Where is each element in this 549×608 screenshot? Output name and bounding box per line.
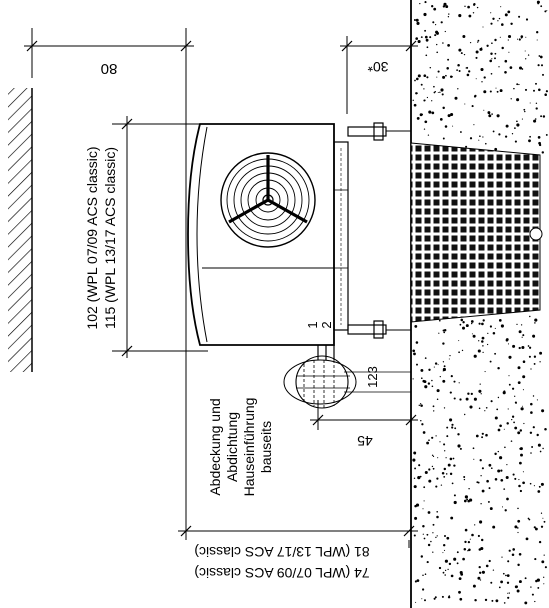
heat-pump-unit: 1 2 123 <box>187 122 411 409</box>
note-line-3: Hauseinführung <box>241 398 257 497</box>
pipe-detail-circle <box>295 355 349 409</box>
callout-123: 123 <box>365 366 380 388</box>
pipe-connections <box>283 345 411 409</box>
wall-bracket-bottom <box>347 320 411 339</box>
wall-insulation-mesh <box>410 142 541 323</box>
dimension-unit-height: 102 (WPL 07/09 ACS classic) 115 (WPL 13/… <box>84 116 208 358</box>
label-clearance-30: 30* <box>367 59 389 75</box>
label-bottom-13-17: 81 (WPL 13/17 ACS classic) <box>194 544 369 560</box>
dimension-bottom-width: 81 (WPL 13/17 ACS classic) 74 (WPL 07/09… <box>178 122 418 581</box>
note-line-4: bauseits <box>258 421 274 473</box>
dimension-top-width: 80 <box>24 28 194 122</box>
pipe-bundle-outline <box>283 359 357 405</box>
gravel-texture <box>412 0 549 605</box>
note-line-1: Abdeckung und <box>207 398 223 495</box>
fan-guard <box>220 152 316 248</box>
note-line-2: Abdichtung <box>224 412 240 482</box>
wall-bracket-top <box>347 122 411 141</box>
label-bottom-07-09: 74 (WPL 07/09 ACS classic) <box>194 565 369 581</box>
house-wall <box>410 0 549 608</box>
callout-2: 2 <box>319 321 334 328</box>
label-offset-45: 45 <box>357 433 373 449</box>
installation-note: Abdeckung und Abdichtung Hauseinführung … <box>207 398 274 497</box>
wall-pipe-opening <box>529 227 543 241</box>
label-width-80: 80 <box>101 60 118 77</box>
callout-1: 1 <box>305 321 320 328</box>
label-height-07-09: 102 (WPL 07/09 ACS classic) <box>84 146 100 329</box>
dimension-top-clearance: 30* <box>340 36 418 114</box>
unit-side-panel <box>333 141 349 331</box>
dimension-wall-offset: 45 <box>310 400 418 449</box>
left-wall-hatching <box>8 88 33 372</box>
label-height-13-17: 115 (WPL 13/17 ACS classic) <box>102 147 118 329</box>
